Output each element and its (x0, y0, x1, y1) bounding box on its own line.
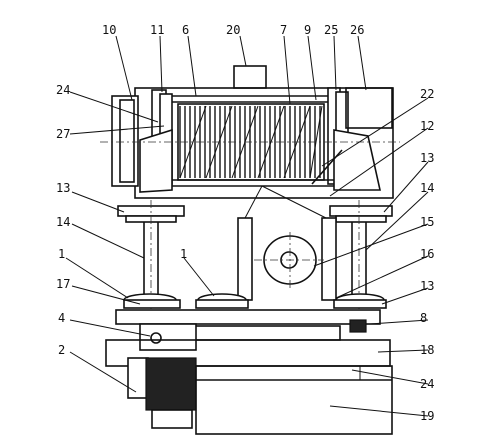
callout-26: 26 (350, 23, 364, 37)
callout-16: 16 (420, 247, 434, 261)
callout-10: 10 (102, 23, 116, 37)
callout-13-right: 13 (420, 151, 434, 165)
callout-2: 2 (58, 343, 65, 357)
callout-1-left: 1 (58, 247, 65, 261)
callout-20: 20 (226, 23, 240, 37)
callout-8: 8 (420, 311, 427, 325)
drum-supports (100, 128, 400, 193)
callout-12: 12 (420, 119, 434, 133)
callout-leaders (65, 35, 429, 417)
callout-25: 25 (324, 23, 338, 37)
callout-27: 27 (56, 127, 70, 141)
callout-11: 11 (150, 23, 164, 37)
callout-7: 7 (280, 23, 287, 37)
callout-24-upper: 24 (56, 83, 70, 97)
callout-18: 18 (420, 343, 434, 357)
callout-14-right: 14 (420, 181, 434, 195)
callout-19: 19 (420, 409, 434, 423)
middle-structure (117, 185, 393, 310)
callout-9: 9 (304, 23, 311, 37)
callout-15: 15 (420, 215, 434, 229)
callout-17: 17 (56, 277, 70, 291)
lower-structure (105, 293, 393, 435)
callout-13-lower: 13 (420, 279, 434, 293)
callout-4: 4 (58, 311, 65, 325)
callout-6: 6 (182, 23, 189, 37)
callout-24-lower: 24 (420, 377, 434, 391)
callout-labels: 10 11 6 20 7 9 25 26 24 22 27 12 13 13 1… (56, 23, 434, 423)
callout-13-left: 13 (56, 181, 70, 195)
callout-22: 22 (420, 87, 434, 101)
callout-1-center: 1 (180, 247, 187, 261)
callout-14-left: 14 (56, 215, 70, 229)
